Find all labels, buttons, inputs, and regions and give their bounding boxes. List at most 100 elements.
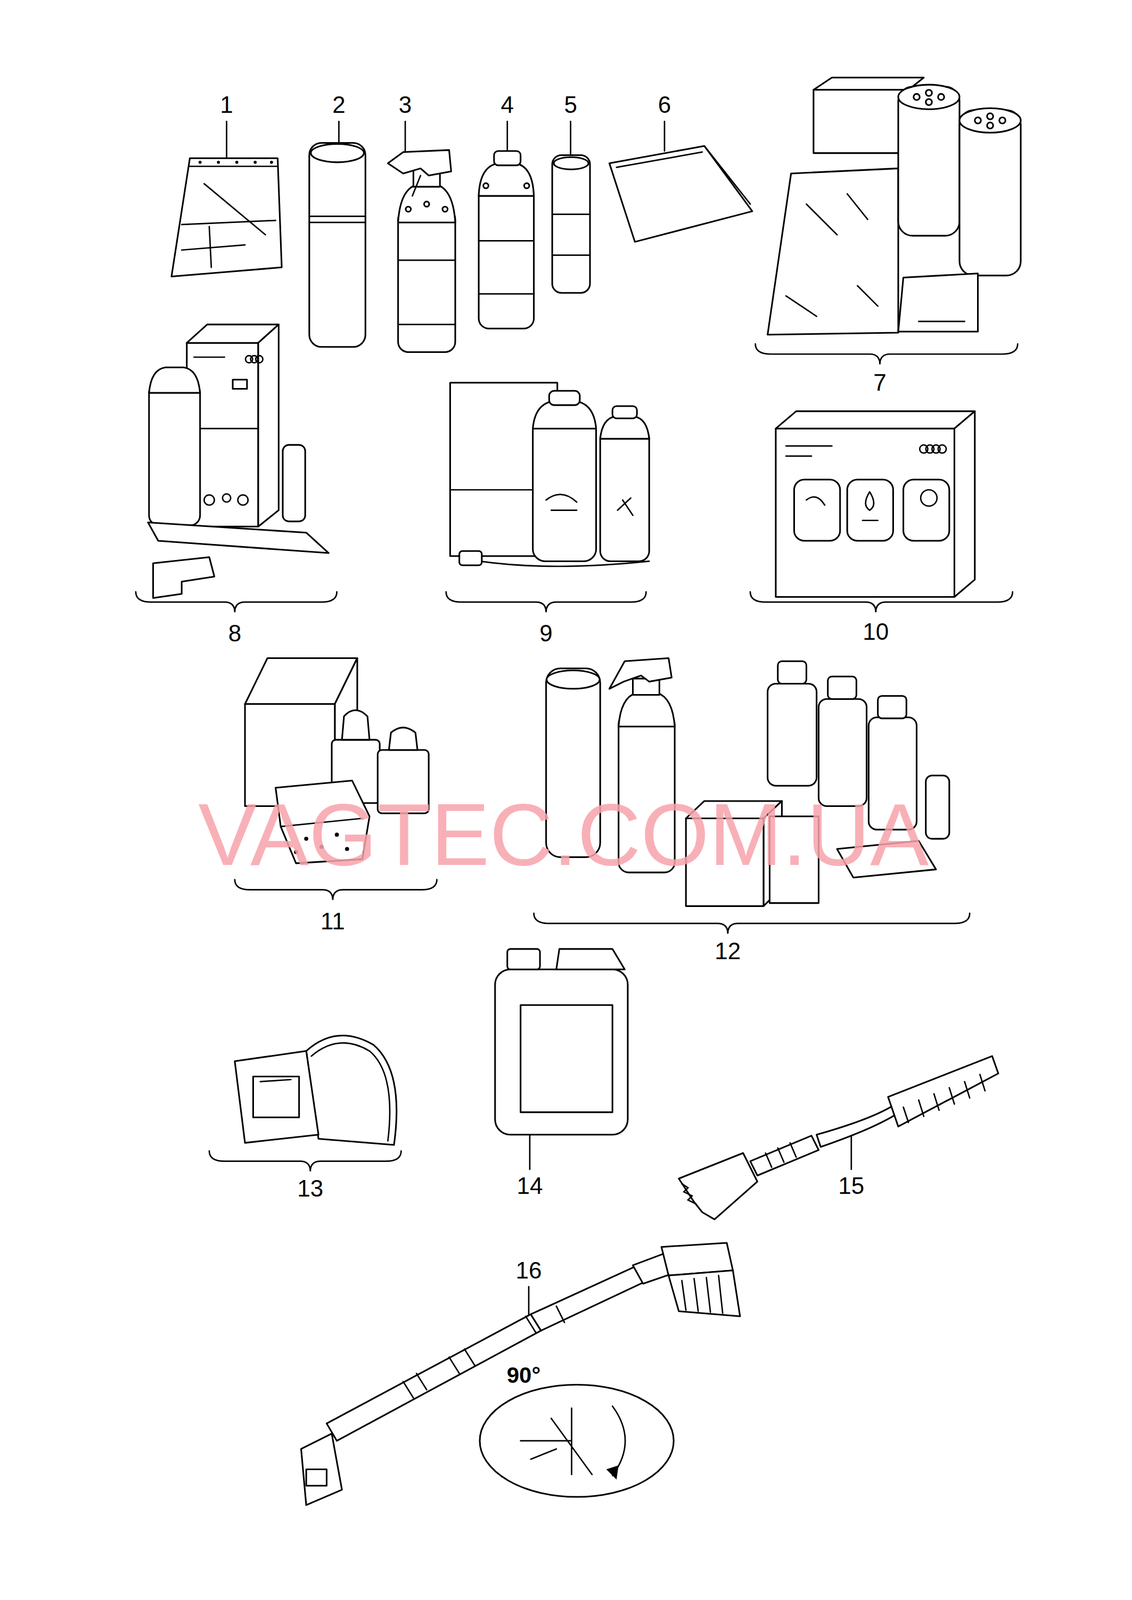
callout-number: 3	[398, 93, 412, 117]
storage-bag	[171, 158, 282, 277]
spray-bottle	[398, 209, 456, 352]
spray-bottle	[405, 206, 412, 212]
care-kit	[925, 89, 933, 97]
care-box	[903, 479, 950, 541]
group-bracket	[234, 880, 438, 901]
telescopic-brush	[306, 1470, 327, 1487]
wipes-pack	[252, 1077, 299, 1119]
callout-number: 11	[320, 909, 346, 934]
care-kit	[925, 99, 933, 106]
care-kit	[449, 382, 650, 567]
ice-scraper	[682, 1184, 697, 1205]
care-kit	[938, 93, 945, 101]
care-kit	[548, 390, 580, 406]
leader-line	[226, 121, 852, 1325]
telescopic-brush	[479, 1384, 674, 1498]
storage-bag	[269, 160, 274, 164]
care-kit	[987, 113, 994, 120]
care-kit	[818, 699, 867, 807]
telescopic-brush	[612, 1406, 626, 1476]
spray-bottle	[442, 206, 448, 212]
care-kit	[987, 122, 994, 129]
care-kit	[618, 693, 675, 727]
ice-scraper	[816, 1102, 903, 1147]
care-kit	[546, 494, 578, 511]
cleaning-cloth	[609, 145, 752, 242]
group-bracket	[755, 343, 1019, 365]
watermark: VAGTEC.COM.UA	[198, 791, 929, 880]
leader-line	[506, 121, 508, 152]
small-can	[552, 154, 590, 293]
callout-number: 10	[862, 620, 889, 644]
care-kit	[282, 445, 306, 522]
wipes-pack	[234, 1051, 319, 1144]
storage-bag	[235, 160, 239, 164]
cleaner-bottle	[494, 151, 521, 166]
care-kit	[974, 117, 982, 124]
care-kit	[767, 683, 817, 786]
telescopic-brush	[520, 1408, 593, 1476]
care-kit	[532, 418, 597, 562]
care-kit	[388, 727, 418, 751]
care-kit	[222, 494, 231, 503]
aerosol-can	[309, 142, 366, 347]
care-kit	[959, 108, 1021, 133]
cleaning-cloth	[616, 145, 751, 204]
group-bracket	[446, 592, 647, 613]
storage-bag	[190, 165, 278, 168]
cleaner-bottle	[478, 151, 535, 330]
ice-scraper	[765, 1143, 797, 1168]
care-kit	[258, 324, 279, 528]
leader-line	[404, 121, 407, 153]
aerosol-can	[310, 143, 365, 163]
care-kit	[767, 77, 1021, 335]
telescopic-brush	[301, 1243, 741, 1506]
care-kit	[238, 495, 249, 506]
care-kit	[999, 117, 1006, 124]
care-kit	[341, 710, 370, 741]
care-kit	[153, 557, 215, 599]
care-kit	[609, 658, 672, 690]
group-bracket	[534, 913, 971, 934]
storage-bag	[171, 158, 282, 277]
care-kit	[459, 551, 482, 566]
callout-number: 13	[297, 1177, 324, 1201]
small-can	[553, 157, 589, 170]
callout-number: 7	[873, 371, 887, 395]
angle-label: 90°	[506, 1364, 541, 1388]
care-kit	[148, 522, 329, 554]
callout-number: 6	[658, 93, 671, 117]
care-kit	[149, 382, 201, 526]
cleaner-bottle	[478, 163, 535, 196]
care-kit	[959, 110, 1021, 276]
spray-bottle	[387, 150, 451, 176]
care-kit	[149, 367, 201, 393]
care-kit	[767, 168, 899, 335]
care-kit	[449, 489, 533, 491]
care-kit	[600, 428, 650, 562]
telescopic-brush	[606, 1465, 619, 1481]
fluid-canister	[495, 949, 628, 1136]
leader-line	[529, 1135, 531, 1170]
wipes-pack	[260, 1079, 292, 1082]
telescopic-brush	[682, 1275, 724, 1314]
care-kit	[777, 661, 807, 684]
care-kit	[918, 321, 965, 323]
care-kit	[827, 676, 857, 700]
care-kit	[898, 273, 979, 332]
wipes-pack	[234, 1035, 397, 1145]
care-kit	[546, 670, 601, 690]
care-box	[775, 411, 975, 430]
care-kit	[925, 775, 950, 840]
care-box	[938, 445, 947, 454]
care-kit	[232, 379, 248, 389]
fluid-canister	[520, 1005, 613, 1113]
care-kit	[617, 498, 634, 516]
aerosol-can	[309, 142, 366, 347]
spray-bottle	[424, 201, 430, 208]
callout-number: 9	[539, 621, 553, 646]
callout-number: 12	[714, 939, 741, 964]
care-kit	[913, 93, 921, 101]
cleaner-bottle	[478, 185, 535, 329]
care-box	[785, 446, 832, 457]
